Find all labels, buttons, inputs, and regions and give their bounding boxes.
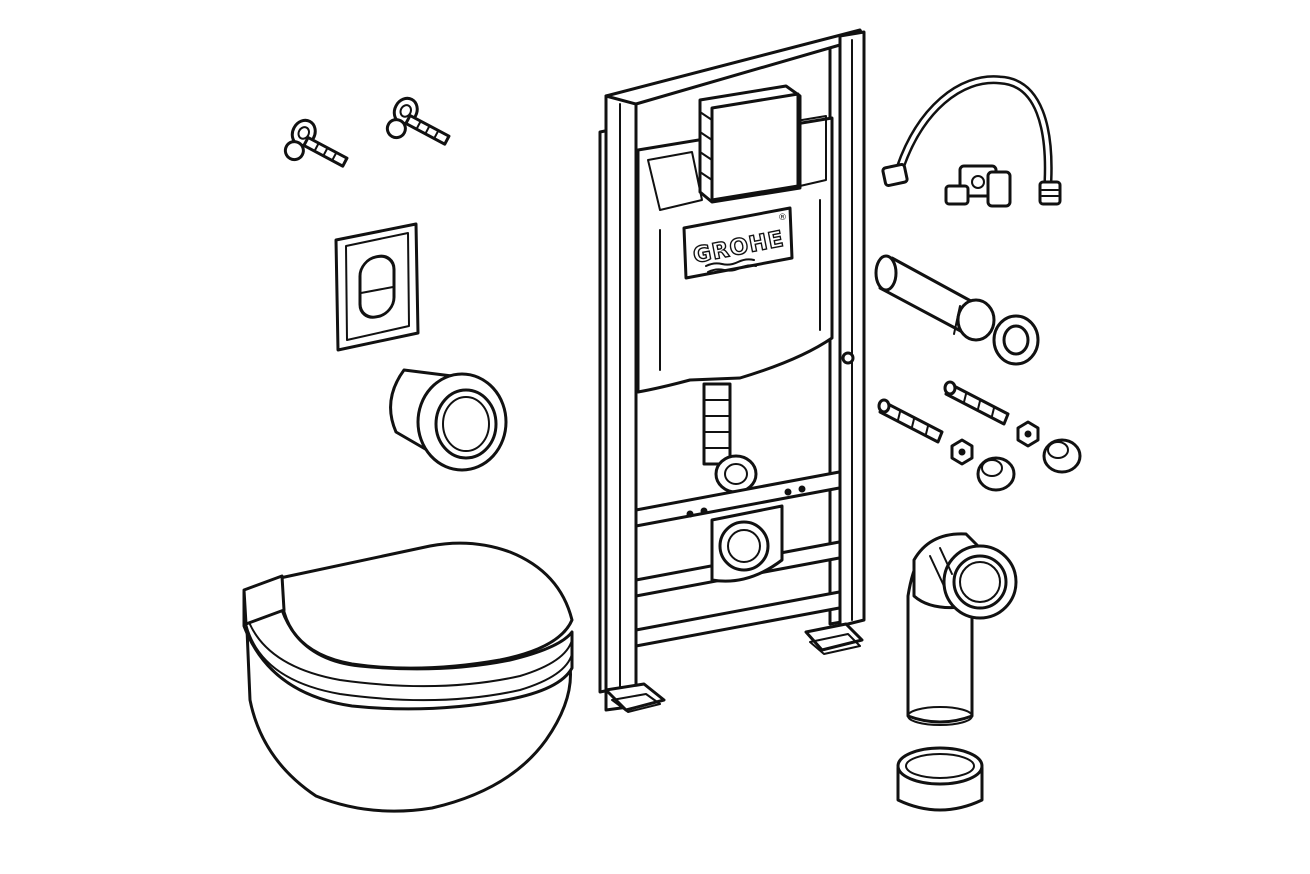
brand-logo-plate: GROHE ® xyxy=(682,206,794,280)
flush-connector-pipe xyxy=(874,254,996,342)
drain-elbow xyxy=(906,532,1018,726)
hex-nut-back xyxy=(1016,420,1040,448)
flush-plate xyxy=(334,222,420,352)
frame-foot-left xyxy=(604,682,666,713)
installation-frame: GROHE ® xyxy=(598,28,866,713)
drain-cap xyxy=(896,746,984,812)
mounting-stud-back xyxy=(943,380,1010,426)
toilet-seat-lid xyxy=(278,541,574,670)
wall-anchor-bolt-right xyxy=(385,96,451,146)
water-supply-hose xyxy=(881,75,1062,206)
rubber-seal-ring xyxy=(992,314,1040,366)
flush-valve-housing xyxy=(698,84,802,204)
flush-pipe xyxy=(702,382,758,494)
cover-cap-back xyxy=(1042,438,1082,474)
drain-bracket xyxy=(710,504,784,583)
mounting-stud-front xyxy=(877,398,944,444)
wall-anchor-bolt-left xyxy=(283,118,349,168)
frame-foot-right xyxy=(804,622,864,655)
registered-mark: ® xyxy=(778,213,787,223)
hex-nut-front xyxy=(950,438,974,466)
toilet-bowl xyxy=(242,541,574,813)
cover-cap-front xyxy=(976,456,1016,492)
insulation-sleeve xyxy=(389,368,508,472)
angle-valve xyxy=(944,164,1012,208)
